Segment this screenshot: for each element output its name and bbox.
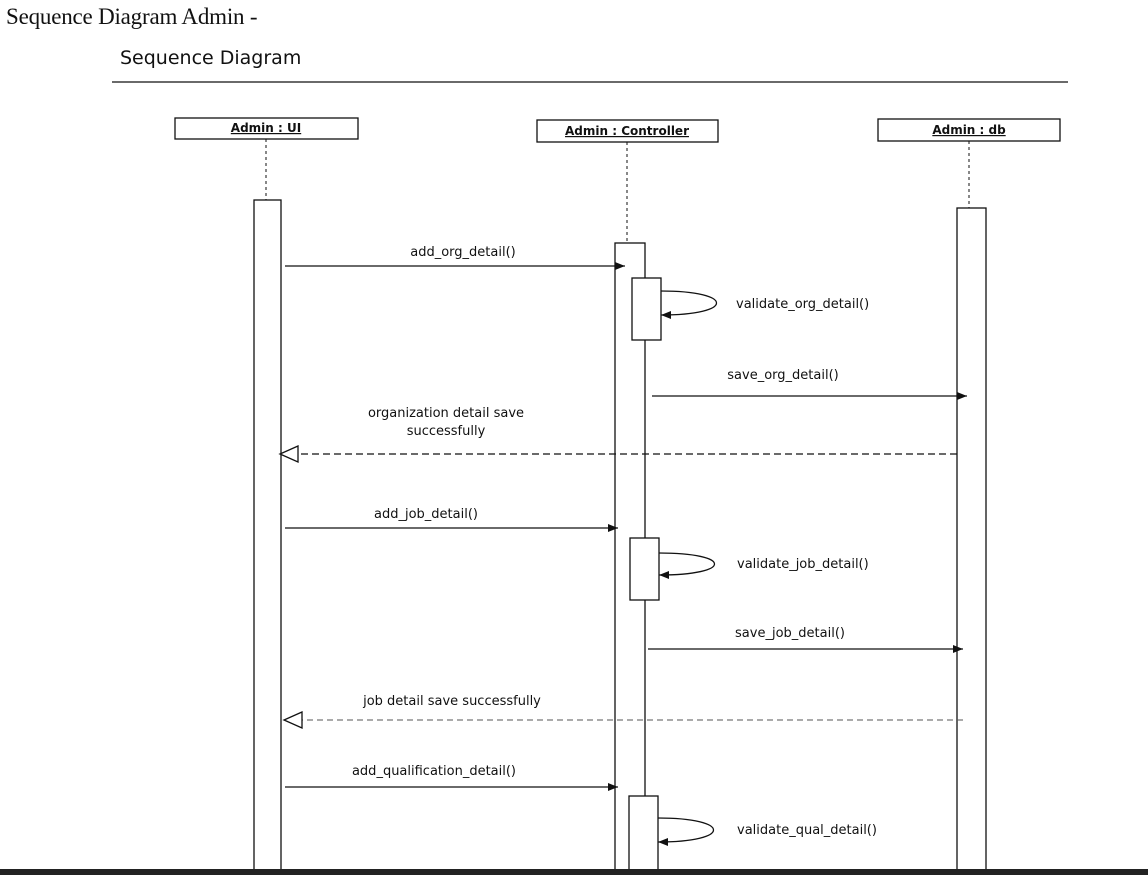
bottom-edge-bar: [0, 869, 1148, 875]
message-label: validate_job_detail(): [737, 557, 869, 572]
nested-activation-bar: [628, 795, 659, 871]
self-call-arrow: [657, 817, 715, 846]
message-label: validate_qual_detail(): [737, 823, 877, 838]
lifeline-label: Admin : UI: [231, 121, 301, 135]
message-label: add_org_detail(): [410, 245, 515, 260]
message-validate-qual-detail: validate_qual_detail(): [628, 795, 877, 871]
message-label-line-1: organization detail save: [368, 406, 524, 421]
lifeline-label: Admin : Controller: [565, 124, 689, 138]
nested-activation-bar: [629, 537, 660, 601]
message-add-job-detail: add_job_detail(): [285, 507, 618, 532]
nested-activation-bar: [631, 277, 662, 341]
message-label: save_job_detail(): [735, 626, 845, 641]
message-return-org-success: organization detail save successfully: [278, 406, 957, 464]
message-validate-org-detail: validate_org_detail(): [631, 277, 869, 341]
message-add-qualification-detail: add_qualification_detail(): [285, 764, 618, 791]
lifeline-label: Admin : db: [932, 123, 1006, 137]
message-add-org-detail: add_org_detail(): [285, 245, 625, 270]
document-heading: Sequence Diagram Admin -: [6, 4, 258, 29]
message-label: job detail save successfully: [362, 694, 541, 709]
message-return-job-success: job detail save successfully: [282, 694, 963, 730]
message-label-line-2: successfully: [407, 424, 486, 439]
self-call-arrow: [658, 552, 716, 579]
message-label: add_job_detail(): [374, 507, 478, 522]
message-label: add_qualification_detail(): [352, 764, 516, 779]
lifeline-db: Admin : db: [877, 118, 1061, 875]
message-label: save_org_detail(): [727, 368, 838, 383]
message-label: validate_org_detail(): [736, 297, 869, 312]
open-arrowhead: [278, 444, 299, 464]
diagram-title: Sequence Diagram: [120, 47, 302, 69]
lifeline-controller: Admin : Controller: [536, 119, 719, 875]
open-arrowhead: [282, 710, 303, 730]
lifeline-ui: Admin : UI: [174, 117, 359, 875]
message-save-job-detail: save_job_detail(): [648, 626, 963, 653]
message-validate-job-detail: validate_job_detail(): [629, 537, 869, 601]
activation-bar: [253, 199, 282, 875]
self-call-arrow: [660, 290, 718, 319]
activation-bar: [956, 207, 987, 875]
message-save-org-detail: save_org_detail(): [652, 368, 967, 400]
